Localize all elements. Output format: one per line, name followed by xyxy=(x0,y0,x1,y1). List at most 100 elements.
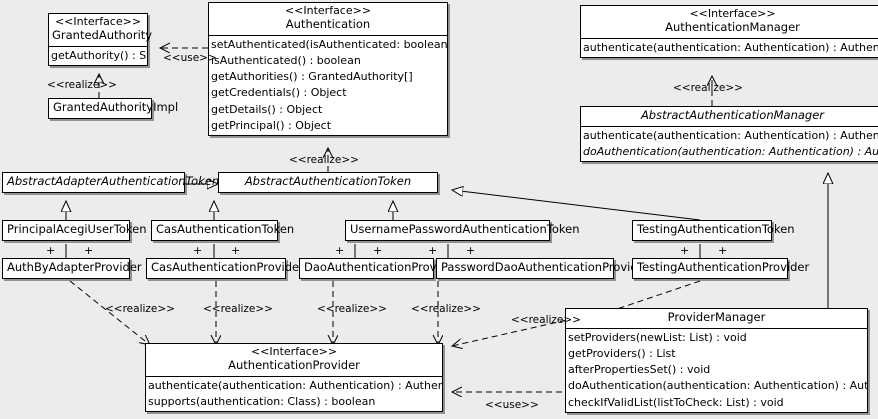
class-auth-by-adapter-provider[interactable]: AuthByAdapterProvider xyxy=(2,258,142,279)
class-abstract-adapter-authentication-token[interactable]: AbstractAdapterAuthenticationToken xyxy=(2,172,219,193)
edge-label-realize-abstract-authentication-token: <<realize>> xyxy=(289,154,359,166)
method-item: supports(authentication: Class) : boolea… xyxy=(148,394,376,408)
method-item: isAuthenticated() : boolean xyxy=(211,53,361,67)
association-plus-marker: + xyxy=(193,244,203,257)
compartment-divider xyxy=(581,125,878,127)
method-item: getAuthority() : String xyxy=(51,48,147,62)
class-header: ProviderManager xyxy=(566,309,867,328)
class-name: DaoAuthenticationProvider xyxy=(304,260,459,274)
class-cas-authentication-token[interactable]: CasAuthenticationToken xyxy=(151,220,295,241)
class-name: Authentication xyxy=(285,16,371,31)
method-item: getAuthorities() : GrantedAuthority[] xyxy=(211,70,413,84)
association-plus-marker: + xyxy=(466,244,476,257)
class-principal-acegi-user-token[interactable]: PrincipalAcegiUserToken xyxy=(2,220,147,241)
edge-label-use-provider-manager: <<use>> xyxy=(485,399,539,411)
method-item: authenticate(authentication: Authenticat… xyxy=(583,40,878,54)
class-header: PrincipalAcegiUserToken xyxy=(3,221,147,240)
association-plus-marker: + xyxy=(373,244,383,257)
association-plus-marker: + xyxy=(718,244,728,257)
class-provider-manager[interactable]: ProviderManager setProviders(newList: Li… xyxy=(565,308,868,413)
class-name: AuthenticationManager xyxy=(665,19,800,34)
edge-label-realize-abstract-authentication-manager: <<realize>> xyxy=(673,82,743,94)
class-name: AuthByAdapterProvider xyxy=(7,260,142,274)
edge-label-realize-dao-provider: <<realize>> xyxy=(317,303,387,315)
class-testing-authentication-provider[interactable]: TestingAuthenticationProvider xyxy=(632,258,810,279)
stereotype-label: <<Interface>> xyxy=(284,4,372,17)
association-plus-marker: + xyxy=(680,244,690,257)
class-name: GrantedAuthorityImpl xyxy=(53,100,179,114)
class-name: GrantedAuthority xyxy=(52,27,153,42)
method-compartment: setAuthenticated(isAuthenticated: boolea… xyxy=(209,36,447,136)
class-header: TestingAuthenticationProvider xyxy=(633,259,810,278)
method-item: afterPropertiesSet() : void xyxy=(568,363,711,377)
edge-label-realize-auth-by-adapter: <<realize>> xyxy=(105,303,175,315)
method-item: getProviders() : List xyxy=(568,346,676,360)
class-name: UsernamePasswordAuthenticationToken xyxy=(350,222,580,236)
class-name: TestingAuthenticationProvider xyxy=(637,260,810,274)
edge-label-realize-provider-manager: <<realize>> xyxy=(511,314,581,326)
class-password-dao-authentication-provider[interactable]: PasswordDaoAuthenticationProvider xyxy=(436,258,650,279)
class-header: AuthByAdapterProvider xyxy=(3,259,142,278)
class-abstract-authentication-token[interactable]: AbstractAuthenticationToken xyxy=(218,172,438,193)
edge-label-use-granted-authority: <<use>> xyxy=(163,52,217,64)
class-header: GrantedAuthorityImpl xyxy=(49,99,179,118)
method-compartment: authenticate(authentication: Authenticat… xyxy=(581,39,878,57)
method-item: doAuthentication(authentication: Authent… xyxy=(583,144,878,158)
class-dao-authentication-provider[interactable]: DaoAuthenticationProvider xyxy=(299,258,459,279)
class-header: CasAuthenticationProvider xyxy=(147,259,304,278)
class-header: CasAuthenticationToken xyxy=(152,221,295,240)
class-header: <<Interface>> Authentication xyxy=(209,3,447,35)
edge-label-realize-password-dao-provider: <<realize>> xyxy=(411,303,481,315)
class-authentication-manager[interactable]: <<Interface>> AuthenticationManager auth… xyxy=(580,5,878,58)
method-compartment: authenticate(authentication: Authenticat… xyxy=(146,377,442,412)
class-header: DaoAuthenticationProvider xyxy=(300,259,459,278)
class-authentication-provider[interactable]: <<Interface>> AuthenticationProvider aut… xyxy=(145,343,443,413)
method-item: getCredentials() : Object xyxy=(211,86,347,100)
class-testing-authentication-token[interactable]: TestingAuthenticationToken xyxy=(632,220,795,241)
class-header: PasswordDaoAuthenticationProvider xyxy=(437,259,650,278)
compartment-divider xyxy=(566,327,867,329)
association-plus-marker: + xyxy=(84,244,94,257)
class-abstract-authentication-manager[interactable]: AbstractAuthenticationManager authentica… xyxy=(580,106,878,163)
class-name: PrincipalAcegiUserToken xyxy=(7,222,147,236)
method-item: getPrincipal() : Object xyxy=(211,118,332,132)
class-name: PasswordDaoAuthenticationProvider xyxy=(441,260,650,274)
association-plus-marker: + xyxy=(335,244,345,257)
method-compartment: setProviders(newList: List) : void getPr… xyxy=(566,329,867,412)
stereotype-label: <<Interface>> xyxy=(689,7,776,20)
class-header: AbstractAuthenticationToken xyxy=(219,173,437,192)
method-item: getDetails() : Object xyxy=(211,102,323,116)
class-cas-authentication-provider[interactable]: CasAuthenticationProvider xyxy=(146,258,304,279)
class-header: AbstractAuthenticationManager xyxy=(581,107,878,126)
method-item: setProviders(newList: List) : void xyxy=(568,330,747,344)
class-granted-authority[interactable]: <<Interface>> GrantedAuthority getAuthor… xyxy=(48,13,153,66)
association-plus-marker: + xyxy=(46,244,56,257)
method-item: authenticate(authentication: Authenticat… xyxy=(148,378,442,392)
class-name: ProviderManager xyxy=(667,310,766,324)
method-compartment: getAuthority() : String xyxy=(49,47,147,65)
class-username-password-authentication-token[interactable]: UsernamePasswordAuthenticationToken xyxy=(345,220,580,241)
class-authentication[interactable]: <<Interface>> Authentication setAuthenti… xyxy=(208,2,448,137)
stereotype-label: <<Interface>> xyxy=(54,15,142,28)
stereotype-label: <<Interface>> xyxy=(250,345,338,358)
class-granted-authority-impl[interactable]: GrantedAuthorityImpl xyxy=(48,98,179,119)
class-header: <<Interface>> AuthenticationProvider xyxy=(146,344,442,376)
method-item: setAuthenticated(isAuthenticated: boolea… xyxy=(211,37,447,51)
class-header: TestingAuthenticationToken xyxy=(633,221,795,240)
class-header: AbstractAdapterAuthenticationToken xyxy=(3,173,219,192)
compartment-divider xyxy=(209,34,447,36)
association-plus-marker: + xyxy=(428,244,438,257)
class-name: TestingAuthenticationToken xyxy=(637,222,795,236)
class-name: AbstractAuthenticationToken xyxy=(244,174,412,188)
edge-label-realize-granted-authority-impl: <<realize>> xyxy=(47,79,117,91)
method-item: checkIfValidList(listToCheck: List) : vo… xyxy=(568,395,784,409)
compartment-divider xyxy=(146,375,442,377)
class-header: <<Interface>> AuthenticationManager xyxy=(581,6,878,38)
class-name: AbstractAuthenticationManager xyxy=(640,108,825,122)
compartment-divider xyxy=(581,37,878,39)
class-name: AuthenticationProvider xyxy=(228,357,360,372)
edge-testingtoken-extends-abstracttoken xyxy=(452,190,701,221)
class-name: CasAuthenticationProvider xyxy=(151,260,304,274)
class-name: CasAuthenticationToken xyxy=(156,222,295,236)
